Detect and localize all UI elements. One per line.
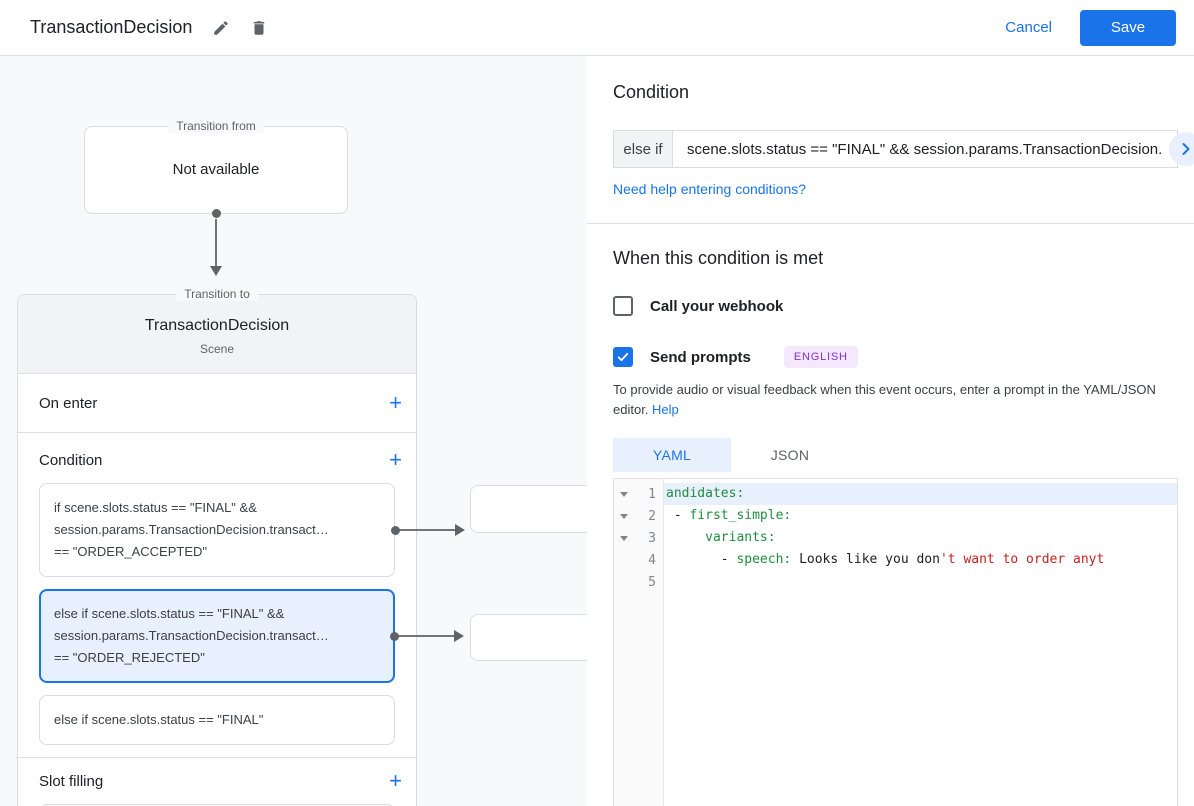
code-line: - speech: Looks like you don't want to o… — [666, 552, 1105, 567]
fold-arrow-icon[interactable] — [620, 535, 628, 541]
send-prompts-label: Send prompts — [650, 348, 751, 366]
page-title: TransactionDecision — [30, 17, 193, 37]
code-line: andidates: — [664, 483, 1177, 505]
cancel-button[interactable]: Cancel — [1005, 19, 1052, 36]
scene-title: TransactionDecision — [144, 317, 290, 334]
transition-from-value: Not available — [172, 161, 260, 178]
condition-card-final[interactable]: else if scene.slots.status == "FINAL" — [39, 695, 395, 745]
tab-json[interactable]: JSON — [770, 447, 810, 463]
condition-expression-input[interactable]: scene.slots.status == "FINAL" && session… — [687, 140, 1163, 158]
add-condition-button[interactable]: + — [389, 447, 402, 472]
webhook-checkbox[interactable] — [613, 296, 633, 316]
transition-target-box[interactable] — [470, 485, 587, 533]
condition-editor-panel: Condition else if scene.slots.status == … — [587, 56, 1194, 806]
scene-subtitle: Scene — [199, 342, 235, 356]
transition-target-box[interactable] — [470, 614, 587, 661]
transition-from-legend: Transition from — [168, 119, 264, 133]
edit-icon[interactable] — [212, 19, 230, 37]
condition-card-accepted[interactable]: if scene.slots.status == "FINAL" && sess… — [39, 483, 465, 577]
code-line: - first_simple: — [666, 508, 792, 523]
condition-section-label: Condition — [39, 451, 103, 469]
language-badge: ENGLISH — [783, 346, 858, 368]
collapse-panel-button[interactable] — [1169, 132, 1194, 166]
top-bar: TransactionDecision Cancel Save — [0, 0, 1194, 56]
conditions-help-link[interactable]: Need help entering conditions? — [613, 181, 807, 197]
condition-panel-title: Condition — [613, 82, 690, 102]
editor-code-area[interactable]: andidates: - first_simple: variants: - s… — [664, 479, 1177, 806]
condition-prefix: else if — [614, 131, 673, 167]
editor-gutter: 1 2 3 4 5 — [614, 479, 664, 806]
scene-diagram-canvas: Transition from Not available Transition… — [0, 56, 587, 806]
condition-card-rejected-selected[interactable]: else if scene.slots.status == "FINAL" &&… — [39, 589, 464, 683]
on-enter-label: On enter — [39, 394, 98, 412]
transition-to-legend: Transition to — [176, 287, 258, 301]
prompts-help-link[interactable]: Help — [652, 402, 679, 417]
connector-dot — [211, 209, 221, 218]
connector-dot — [391, 525, 400, 535]
add-slot-button[interactable]: + — [389, 768, 402, 793]
code-line: variants: — [705, 530, 776, 545]
delete-icon[interactable] — [250, 18, 268, 38]
transition-to-container: Transition to TransactionDecision Scene … — [17, 287, 465, 806]
on-enter-section: On enter + — [18, 374, 416, 433]
when-met-title: When this condition is met — [613, 248, 824, 268]
condition-header-section: Condition else if scene.slots.status == … — [587, 56, 1194, 224]
webhook-label: Call your webhook — [650, 297, 784, 315]
connector-dot — [390, 631, 399, 641]
transition-arrow-right — [394, 524, 465, 536]
condition-section: Condition + if scene.slots.status == "FI… — [18, 433, 465, 758]
when-met-section: When this condition is met Call your web… — [587, 224, 1194, 806]
add-on-enter-button[interactable]: + — [389, 390, 402, 415]
editor-tabs: YAML JSON — [613, 438, 1178, 472]
transition-from-box[interactable]: Transition from Not available — [84, 119, 348, 218]
fold-arrow-icon[interactable] — [620, 491, 628, 497]
send-prompts-checkbox[interactable] — [613, 347, 633, 367]
chevron-right-icon — [1182, 143, 1190, 155]
webhook-checkbox-row: Call your webhook — [613, 296, 1178, 316]
yaml-code-editor[interactable]: 1 2 3 4 5 andidates: - first_simple: var… — [613, 478, 1178, 806]
transition-arrow-right — [393, 630, 464, 642]
slot-filling-label: Slot filling — [39, 772, 104, 790]
scene-header[interactable]: TransactionDecision Scene — [18, 295, 416, 374]
fold-arrow-icon[interactable] — [620, 513, 628, 519]
checkmark-icon — [617, 352, 629, 362]
transition-arrow-down — [210, 219, 222, 276]
send-prompts-checkbox-row: Send prompts ENGLISH — [613, 346, 1178, 368]
condition-input-row: else if scene.slots.status == "FINAL" &&… — [613, 130, 1178, 168]
code-line — [664, 571, 1177, 593]
save-button[interactable]: Save — [1080, 9, 1176, 46]
slot-filling-section: Slot filling + Slot validation — [18, 758, 416, 806]
tab-yaml[interactable]: YAML — [613, 438, 731, 472]
prompts-description: To provide audio or visual feedback when… — [613, 382, 1156, 417]
